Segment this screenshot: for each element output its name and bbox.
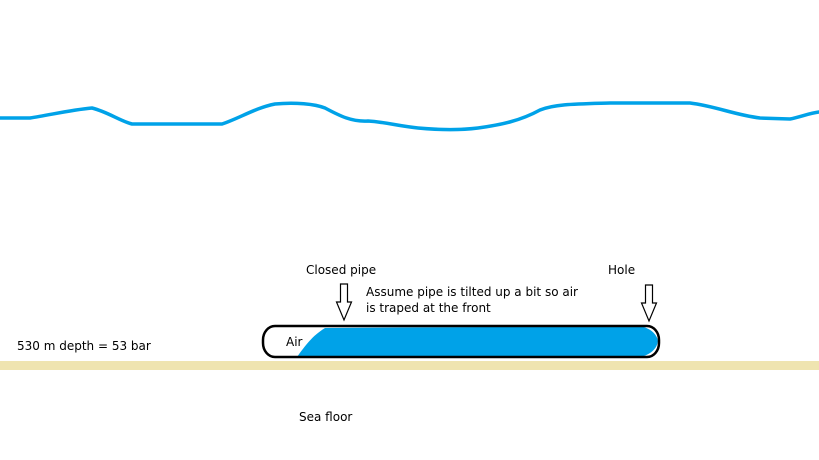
pipe-outline [261,324,661,359]
air-label: Air [286,335,303,349]
sea-floor-band [0,361,819,370]
hole-label: Hole [608,263,636,277]
pipe-water-fill [297,326,658,357]
assumption-note-line-1: Assume pipe is tilted up a bit so air [366,285,578,299]
depth-label: 530 m depth = 53 bar [17,339,151,353]
hole-arrow-icon [640,284,658,323]
sea-floor-label: Sea floor [299,410,353,424]
closed-pipe-arrow-icon [335,283,353,322]
closed-pipe-label: Closed pipe [306,263,377,277]
assumption-note-line-2: is traped at the front [366,301,491,315]
sea-surface-wave [0,101,819,132]
assumption-note: Assume pipe is tilted up a bit so air is… [366,284,578,316]
